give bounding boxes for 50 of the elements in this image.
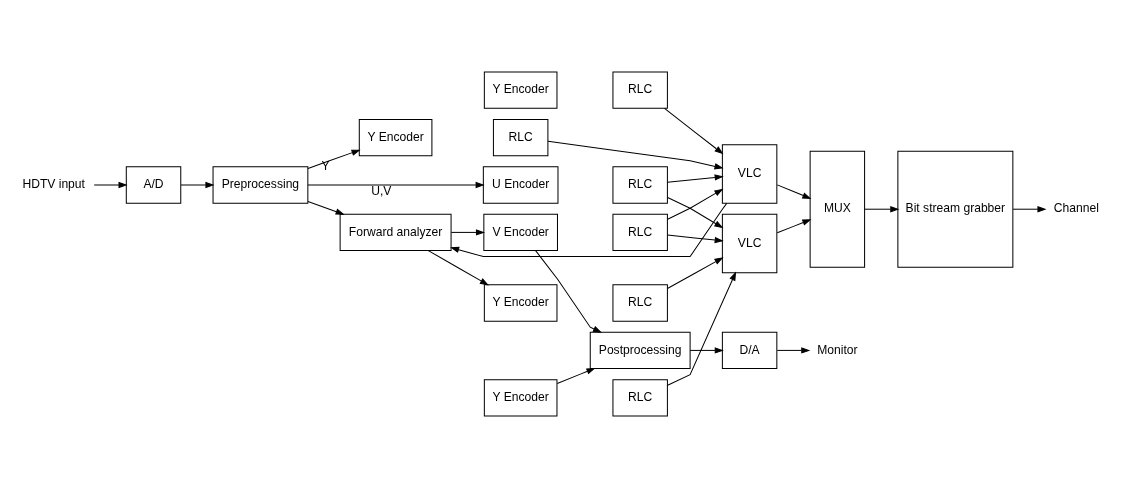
arrow [307,149,361,169]
arrow [180,181,215,189]
arrow [93,181,128,189]
node-box: RLC [612,213,668,252]
node-box: Y Encoder [483,284,558,322]
arrow [450,229,486,236]
arrow [776,347,811,354]
node-box: A/D [125,166,182,204]
node-box: Forward analyzer [339,213,452,252]
arrow [666,234,724,244]
arrow [450,202,728,258]
node-box: RLC [612,71,668,109]
node-box: Y Encoder [358,118,433,157]
arrow [689,347,724,354]
arrow [427,250,489,286]
node-text: HDTV input [22,177,85,192]
edge-label: U,V [371,183,392,198]
node-box: MUX [809,150,866,268]
edge-label: Y [321,159,330,174]
node-box: Y Encoder [483,379,558,417]
node-text: Channel [1053,201,1099,216]
node-box: Y Encoder [483,71,558,109]
node-text: Monitor [817,342,858,357]
node-box: D/A [721,331,778,370]
arrow [535,250,602,333]
node-box: Bit stream grabber [897,150,1014,268]
arrow [864,206,900,213]
node-box: VLC [721,144,778,204]
node-box: U Encoder [482,166,559,204]
arrow [667,188,724,220]
arrow [666,257,724,289]
arrow [776,219,812,234]
node-box: RLC [492,118,549,157]
arrow [547,140,724,170]
arrow [667,271,737,386]
node-box: V Encoder [483,213,558,252]
arrow [1012,206,1047,213]
arrow [664,107,724,155]
node-box: RLC [612,166,668,204]
arrow [776,184,812,199]
arrow [307,201,345,215]
arrow [667,197,724,229]
node-box: VLC [721,213,778,274]
node-box: RLC [612,284,668,322]
arrow [556,368,596,384]
node-box: Preprocessing [212,166,309,204]
arrow [307,181,485,189]
arrow [666,174,724,183]
node-box: Postprocessing [589,331,691,370]
node-box: RLC [612,379,668,417]
